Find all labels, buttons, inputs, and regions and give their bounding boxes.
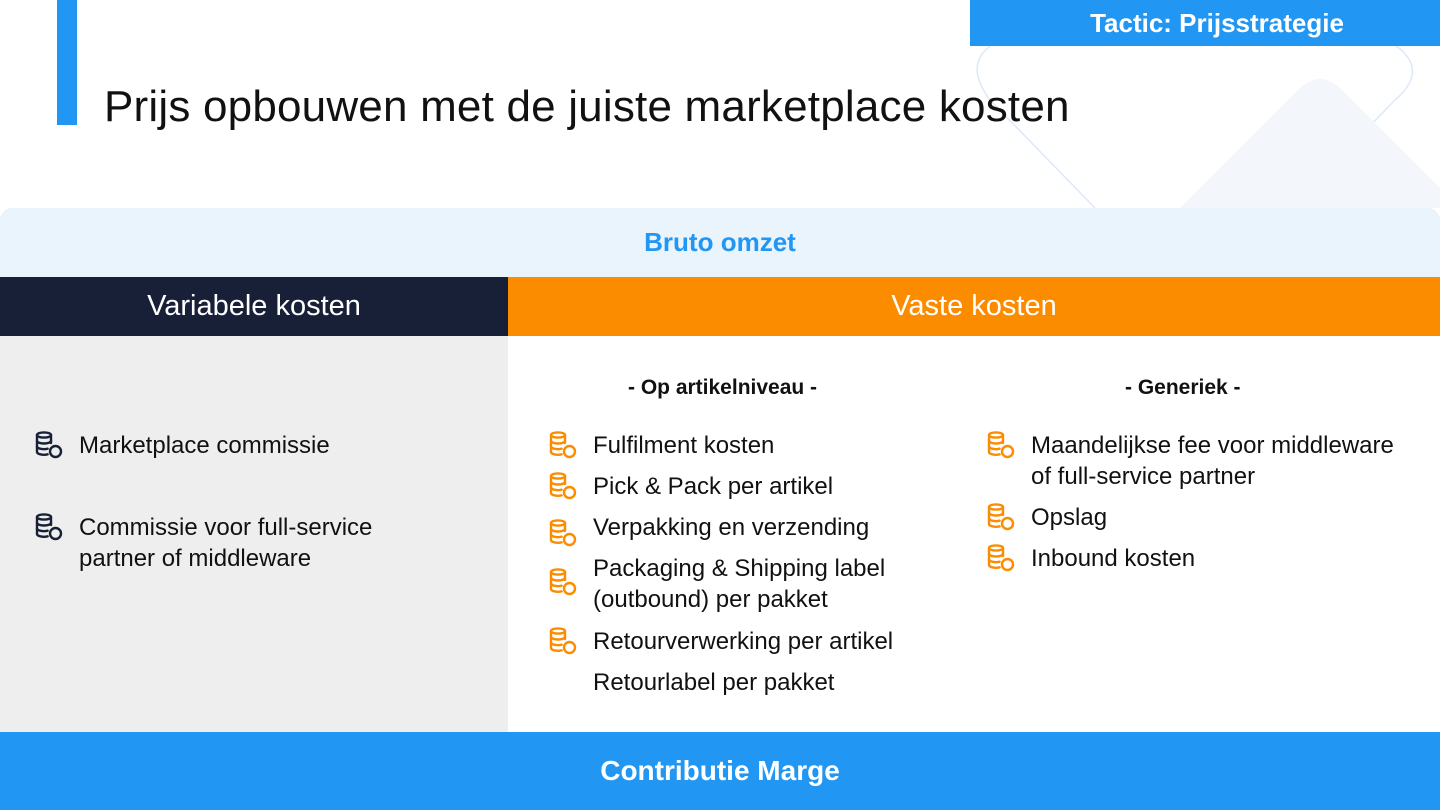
article-cost-label: Pick & Pack per artikel	[593, 473, 834, 500]
article-cost-label: Retourverwerking per artikel	[593, 628, 894, 655]
variable-cost-item: Marketplace commissie	[34, 430, 330, 461]
generic-cost-label: Opslag	[1031, 504, 1108, 531]
coin-stack-icon	[549, 472, 577, 500]
generic-heading: - Generiek -	[1125, 376, 1241, 399]
article-level-heading: - Op artikelniveau -	[628, 376, 818, 399]
contributie-marge-row: Contributie Marge	[0, 732, 1440, 810]
generic-cost-item: Inbound kosten	[986, 543, 1195, 574]
generic-cost-item: Maandelijkse fee voor middleware of full…	[986, 430, 1394, 492]
bruto-omzet-row: Bruto omzet	[0, 208, 1440, 277]
article-cost-item: Packaging & Shipping label (outbound) pe…	[548, 553, 885, 615]
variable-costs-panel: Marketplace commissie Commissie voor ful…	[0, 336, 508, 732]
article-cost-item: Verpakking en verzending	[548, 512, 869, 548]
page-title: Prijs opbouwen met de juiste marketplace…	[104, 82, 1070, 131]
variable-cost-item: Commissie voor full-service partner of m…	[34, 512, 372, 574]
coin-stack-icon	[987, 431, 1015, 459]
generic-cost-item: Opslag	[986, 502, 1107, 533]
article-cost-label: Fulfilment kosten	[593, 432, 775, 459]
title-accent-bar	[57, 0, 77, 125]
coin-stack-icon	[35, 431, 63, 459]
pricing-board: Bruto omzet Variabele kosten Vaste koste…	[0, 208, 1440, 810]
article-cost-label: Packaging & Shipping label (outbound) pe…	[593, 555, 886, 613]
generic-cost-label: Maandelijkse fee voor middleware of full…	[1031, 432, 1394, 490]
variable-cost-label: Marketplace commissie	[79, 432, 330, 459]
coin-stack-icon	[549, 568, 577, 596]
coin-stack-icon	[987, 503, 1015, 531]
coin-stack-icon	[987, 544, 1015, 572]
fixed-costs-header: Vaste kosten	[508, 277, 1440, 336]
coin-stack-icon	[35, 513, 63, 541]
variable-costs-header: Variabele kosten	[0, 277, 508, 336]
article-cost-item: Fulfilment kosten	[548, 430, 774, 461]
article-cost-item: Retourverwerking per artikel	[548, 626, 893, 657]
article-cost-item: Retourlabel per pakket	[548, 667, 834, 698]
coin-stack-icon	[549, 627, 577, 655]
fixed-costs-panel: - Op artikelniveau - - Generiek - Fulfil…	[508, 336, 1440, 732]
article-cost-label: Verpakking en verzending	[593, 514, 870, 541]
article-cost-label: Retourlabel per pakket	[593, 669, 835, 696]
variable-cost-label: Commissie voor full-service partner of m…	[79, 514, 373, 572]
tactic-badge: Tactic: Prijsstrategie	[970, 0, 1440, 46]
generic-cost-label: Inbound kosten	[1031, 545, 1196, 572]
coin-stack-icon	[549, 431, 577, 459]
article-cost-item: Pick & Pack per artikel	[548, 471, 833, 502]
coin-stack-icon	[549, 519, 577, 547]
